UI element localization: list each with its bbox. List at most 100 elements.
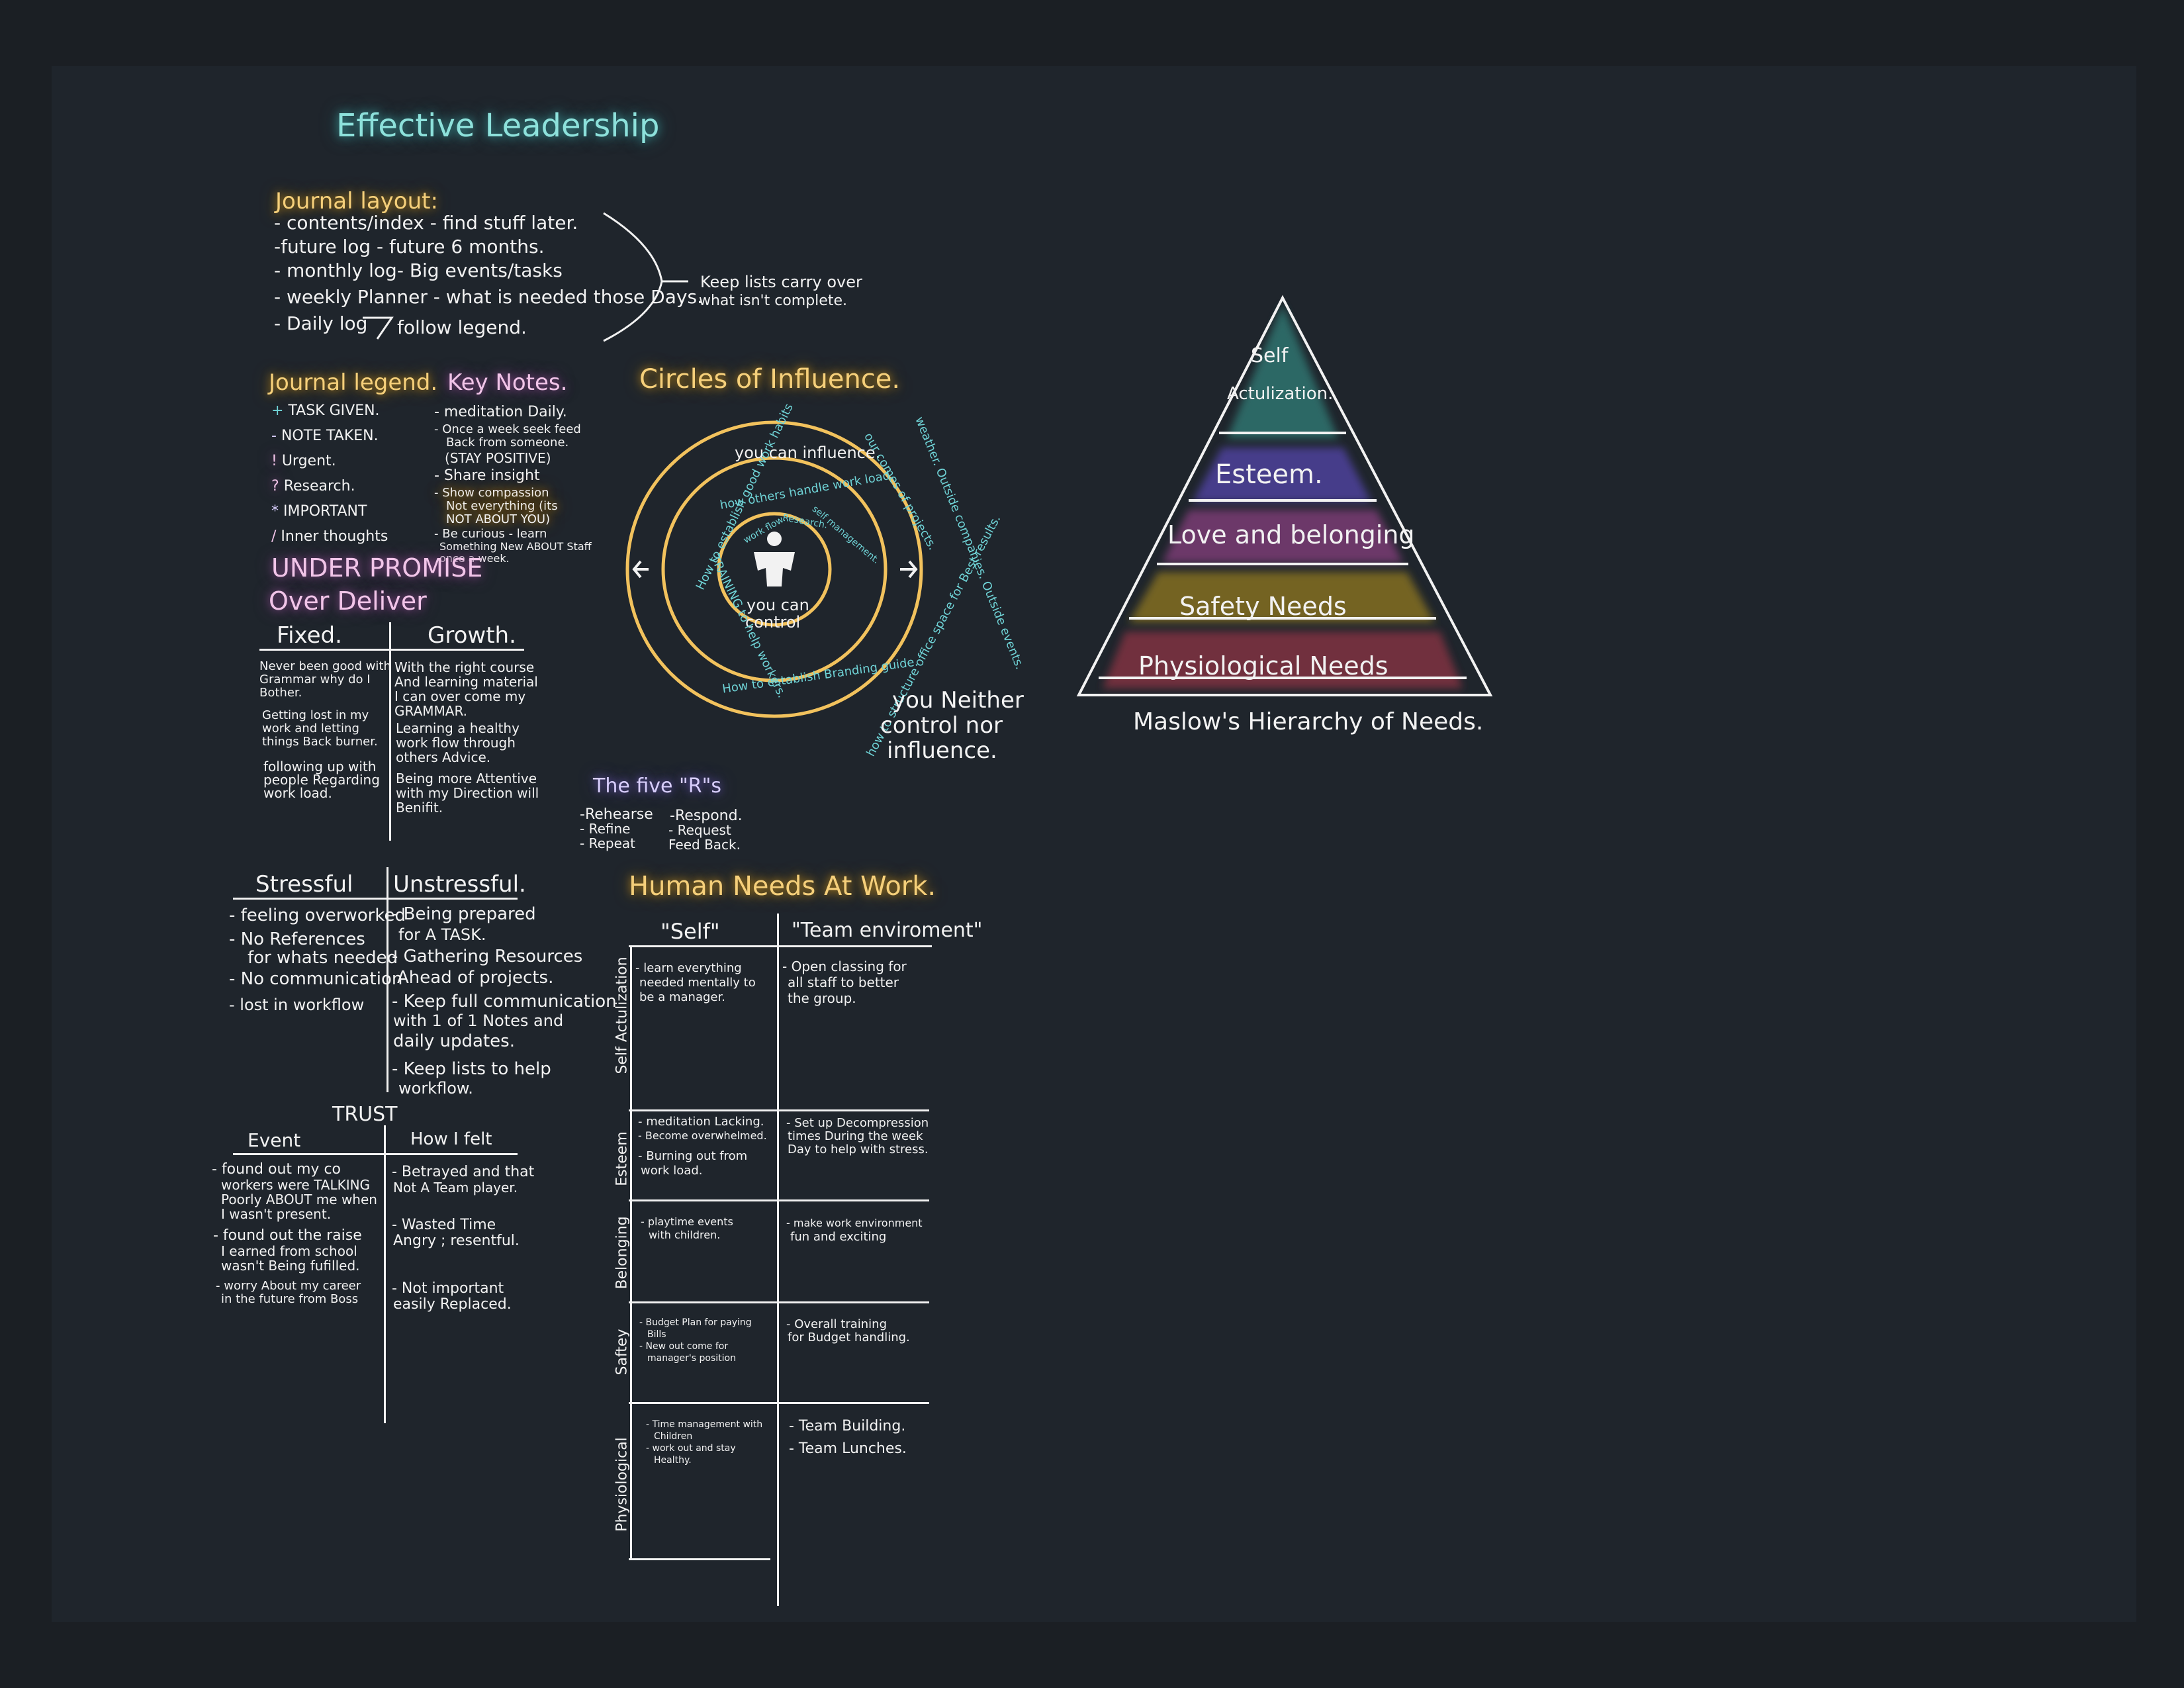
unstressful-header: Unstressful. (393, 871, 526, 898)
pyramid-level-label: Esteem. (1215, 459, 1323, 490)
self-cell: manager's position (647, 1353, 736, 1364)
team-cell: all staff to better (788, 974, 899, 990)
growth-cell: Being more Attentive (396, 771, 537, 786)
trust-felt: - Wasted Time (392, 1217, 496, 1233)
trust-felt: Not A Team player. (393, 1180, 518, 1196)
legend-symbol: / (271, 528, 277, 545)
journal-layout-note: what isn't complete. (699, 293, 847, 309)
table-divider (629, 1199, 929, 1201)
pyramid-level-label: Physiological Needs (1138, 651, 1388, 680)
unstressful-item: for A TASK. (398, 925, 486, 944)
legend-label: IMPORTANT (283, 503, 367, 520)
fixed-cell: work load. (263, 785, 332, 801)
key-note: Not everything (its (446, 499, 558, 513)
fixed-header: Fixed. (277, 622, 342, 649)
key-note: Something New ABOUT Staff (439, 540, 592, 553)
neither-text: control nor (880, 712, 1003, 739)
brace-icon (603, 212, 688, 342)
self-cell: - Budget Plan for paying (639, 1317, 752, 1328)
five-rs-item: -Rehearse (580, 806, 653, 823)
self-cell: - learn everything (635, 961, 742, 975)
growth-cell: Benifit. (396, 800, 443, 816)
table-divider (629, 1558, 770, 1560)
key-note: once a week. (439, 552, 510, 565)
trust-event: I earned from school (221, 1243, 357, 1259)
row-label: Self Actulization (614, 957, 631, 1074)
team-cell: Day to help with stress. (788, 1143, 929, 1156)
person-icon (754, 532, 795, 586)
table-divider (630, 947, 632, 1560)
five-rs-heading: The five "R"s (593, 774, 722, 798)
journal-layout-item: - contents/index - find stuff later. (274, 212, 578, 234)
neither-text: influence. (887, 737, 997, 764)
pyramid-level-label: Safety Needs (1179, 592, 1347, 621)
team-cell: - Open classing for (782, 959, 907, 974)
five-rs-item: - Request (668, 822, 731, 838)
stressful-header: Stressful (255, 871, 353, 898)
journal-layout-heading: Journal layout: (275, 188, 438, 214)
key-note: - Show compassion (434, 486, 549, 500)
table-divider (629, 945, 932, 947)
unstressful-item: with 1 of 1 Notes and (393, 1011, 564, 1030)
under-promise-text: UNDER PROMISE (271, 553, 483, 583)
team-cell: fun and exciting (790, 1230, 887, 1244)
pyramid-level-label: Love and belonging (1167, 520, 1415, 549)
team-cell: the group. (788, 990, 856, 1006)
over-deliver-text: Over Deliver (269, 586, 427, 616)
you-can-influence-label: you can influence. (735, 444, 881, 462)
pyramid-level-label: Self (1251, 344, 1289, 367)
self-cell: - playtime events (641, 1215, 733, 1228)
journal-layout-item: - monthly log- Big events/tasks (274, 259, 563, 281)
table-divider (629, 1402, 929, 1404)
fixed-cell: Bother. (259, 686, 302, 700)
five-rs-item: -Respond. (670, 808, 743, 824)
legend-symbol: ! (271, 453, 277, 469)
circles-of-influence-diagram (625, 420, 923, 718)
growth-cell: GRAMMAR. (394, 703, 467, 719)
growth-cell: And learning material (394, 674, 538, 690)
key-note: - Share insight (434, 467, 540, 484)
you-can-control-bottom: control (745, 613, 801, 632)
team-cell: - Set up Decompression (786, 1116, 929, 1130)
human-needs-team-header: "Team enviroment" (792, 919, 983, 942)
growth-cell: work flow through (396, 735, 516, 751)
table-divider (629, 1301, 929, 1303)
chalkboard-background (52, 66, 2136, 1622)
legend-symbol: - (271, 428, 277, 444)
table-divider (629, 1109, 929, 1111)
trust-felt-header: How I felt (410, 1129, 492, 1149)
team-cell: times During the week (788, 1129, 923, 1143)
trust-felt: - Betrayed and that (392, 1164, 535, 1180)
growth-cell: With the right course (394, 659, 535, 675)
trust-felt: Angry ; resentful. (393, 1233, 520, 1249)
neither-text: you Neither (892, 687, 1024, 714)
table-divider (387, 867, 388, 1092)
trust-event: wasn't Being fufilled. (221, 1258, 360, 1274)
self-cell: Healthy. (654, 1455, 692, 1466)
row-label: Physiological (614, 1437, 631, 1532)
self-cell: - meditation Lacking. (638, 1115, 764, 1129)
pyramid-caption: Maslow's Hierarchy of Needs. (1133, 708, 1484, 735)
growth-header: Growth. (428, 622, 516, 649)
self-cell: needed mentally to (639, 976, 756, 990)
self-cell: - Time management with (646, 1419, 763, 1430)
trust-event: - worry About my career (216, 1279, 361, 1293)
key-note: NOT ABOUT YOU) (446, 512, 551, 526)
table-divider (233, 898, 518, 900)
trust-heading: TRUST (332, 1103, 398, 1126)
self-cell: be a manager. (639, 990, 725, 1004)
table-divider (233, 1153, 518, 1155)
fixed-cell: Grammar why do I (259, 673, 371, 686)
trust-felt: - Not important (392, 1280, 504, 1297)
row-label: Esteem (614, 1131, 631, 1186)
five-rs-item: - Refine (580, 821, 631, 837)
fixed-cell: things Back burner. (262, 735, 378, 749)
journal-layout-item: -future log - future 6 months. (274, 236, 545, 258)
five-rs-item: - Repeat (580, 835, 635, 851)
maslow-pyramid (1076, 295, 1493, 696)
key-note: - meditation Daily. (434, 404, 567, 420)
unstressful-item: - Keep lists to help (392, 1059, 551, 1079)
fixed-cell: Getting lost in my (262, 708, 369, 722)
journal-layout-item: follow legend. (397, 316, 527, 338)
